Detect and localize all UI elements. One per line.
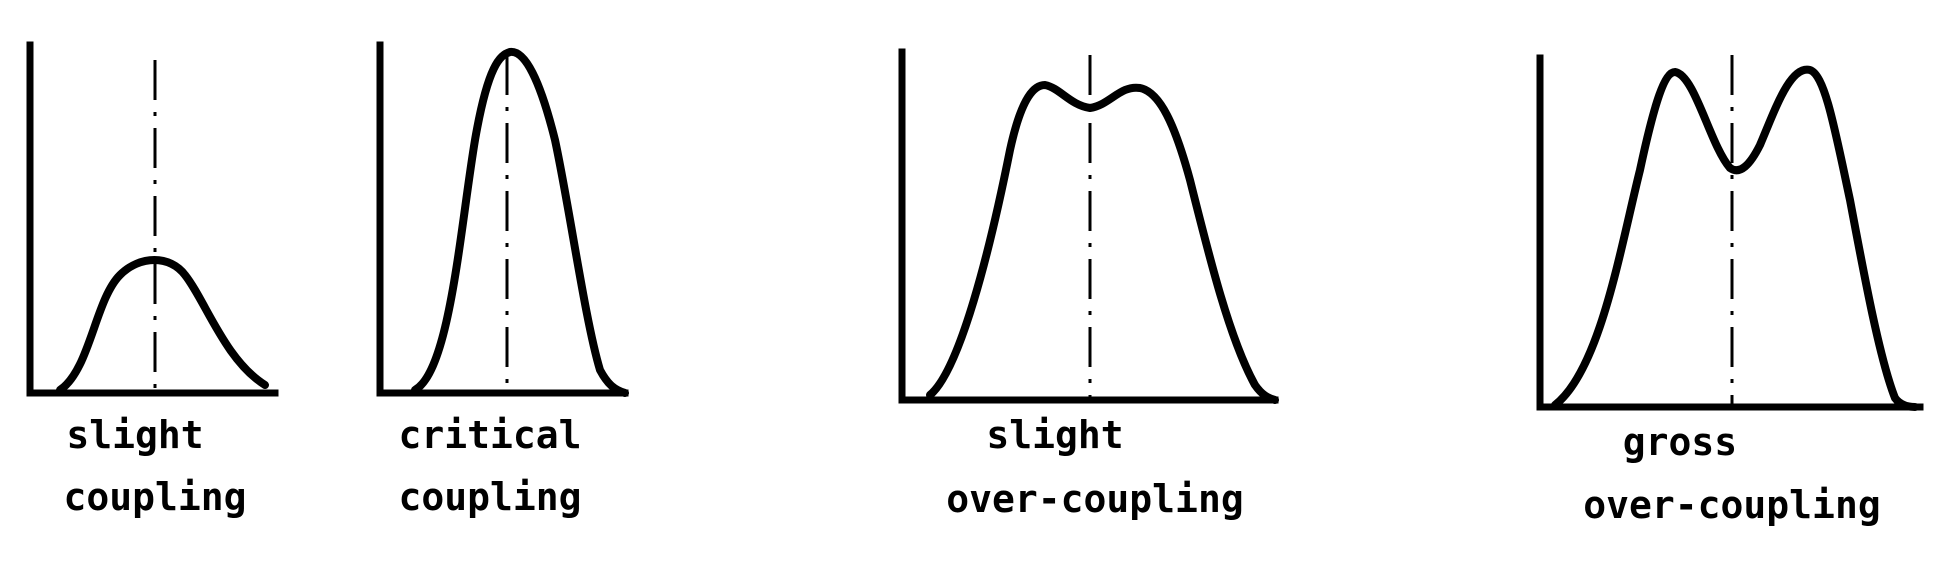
label-line2: coupling: [398, 475, 581, 519]
axes: [1536, 54, 1924, 411]
label-line1: critical: [398, 413, 581, 457]
label-line2: coupling: [63, 475, 246, 519]
label-line2: over-coupling: [1583, 483, 1880, 527]
response-curve: [1551, 65, 1919, 411]
panel-critical-coupling: critical coupling: [376, 41, 629, 519]
label-line1: slight: [66, 413, 203, 457]
panel-slight-over-coupling: slight over-coupling: [898, 48, 1279, 521]
label-line1: slight: [986, 413, 1123, 457]
axes: [26, 41, 279, 397]
panel-slight-coupling: slight coupling: [26, 41, 279, 519]
response-curve: [411, 48, 629, 397]
response-curve: [926, 81, 1279, 404]
panel-gross-over-coupling: gross over-coupling: [1536, 54, 1924, 527]
label-line1: gross: [1623, 420, 1737, 464]
response-curve: [56, 256, 269, 394]
axes: [376, 41, 629, 397]
axes: [898, 48, 1279, 404]
label-line2: over-coupling: [946, 477, 1243, 521]
